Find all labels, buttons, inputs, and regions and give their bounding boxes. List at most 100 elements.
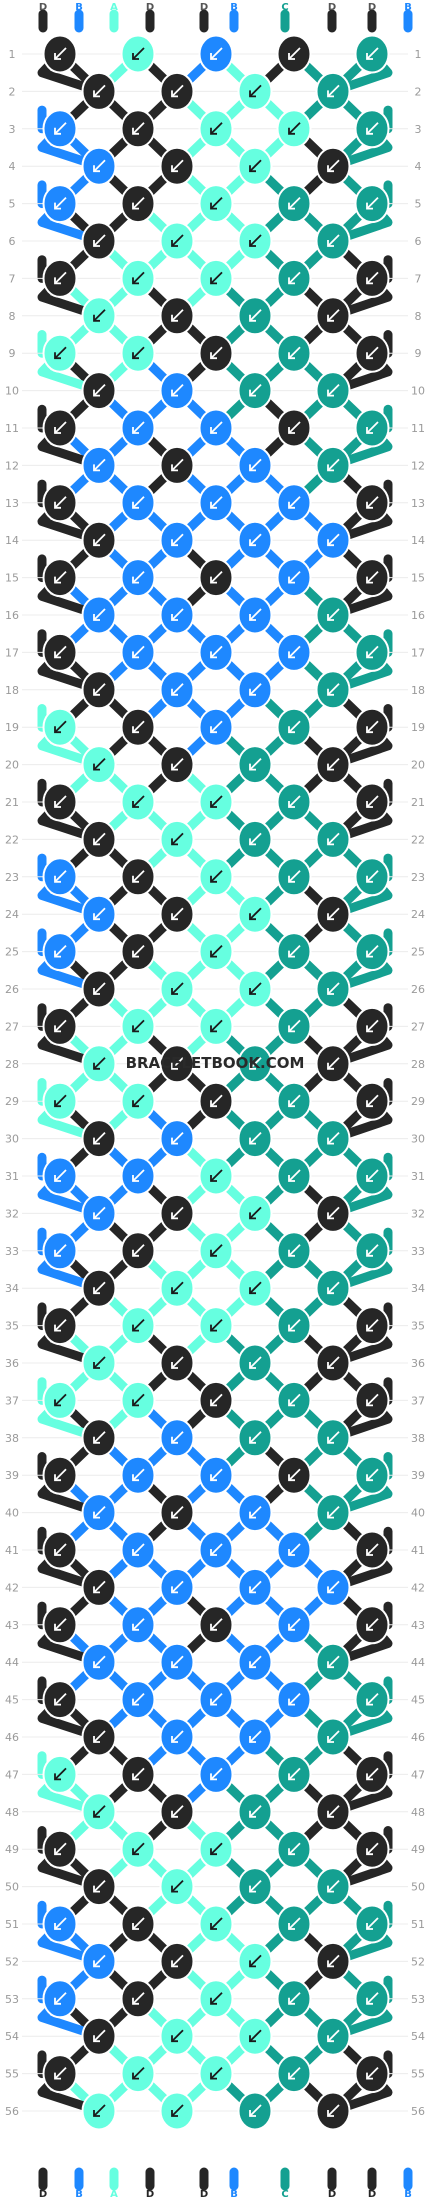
row-number-right: 53 [411,1993,425,2006]
arrow-head-icon [93,240,100,247]
arrow-head-icon [249,1885,256,1893]
arrow-shaft [54,122,67,135]
knot [198,1680,234,1720]
arrow-head-icon [249,464,256,472]
arrow-head-icon [327,240,334,247]
arrow-head-icon [54,1474,61,1482]
arrow-head-icon [366,427,373,434]
row-number-left: 26 [5,983,19,996]
arrow-head-icon [54,1623,61,1631]
knot [42,1455,78,1495]
arrow-shaft [288,720,301,733]
row-number-left: 30 [5,1133,19,1146]
arrow-shaft [327,1879,340,1893]
row-number-right: 46 [411,1731,425,1744]
arrow-head-icon [93,1287,100,1295]
knot [159,445,195,485]
arrow-head-icon [210,950,217,958]
row-number-left: 52 [5,1955,19,1968]
arrow-head-icon [171,539,178,547]
arrow-head-icon [366,1698,373,1706]
knot [276,333,312,373]
arrow-head-icon [171,1511,178,1519]
arrow-head-icon [93,1885,100,1893]
row-number-right: 56 [411,2105,425,2118]
row-number-left: 7 [9,272,16,285]
arrow-shaft [288,421,301,434]
arrow-shaft [366,421,379,434]
arrow-shaft [54,421,67,434]
arrow-head-icon [54,1698,61,1706]
arrow-head-icon [132,1549,139,1556]
arrow-shaft [210,1169,223,1182]
knot [276,1455,312,1495]
arrow-head-icon [366,1474,373,1482]
knot [159,894,195,934]
arrow-shaft [288,1618,301,1631]
arrow-shaft [288,2066,301,2080]
arrow-shaft [210,1468,223,1481]
arrow-head-icon [93,1661,100,1669]
row-number-right: 32 [411,1207,425,1220]
arrow-shaft [171,1580,184,1594]
arrow-head-icon [366,1997,373,2005]
row-number-left: 38 [5,1432,19,1445]
arrow-shaft [288,1169,301,1182]
arrow-shaft [93,533,106,546]
arrow-shaft [171,1805,184,1818]
row-number-right: 25 [411,946,425,959]
knot [315,2091,351,2131]
row-number-right: 54 [411,2030,425,2043]
arrow-shaft [210,870,223,883]
arrow-head-icon [249,1661,256,1669]
knot [276,408,312,448]
arrow-head-icon [210,1623,217,1631]
arrow-head-icon [171,1885,178,1893]
arrow-shaft [249,1730,262,1743]
knot [315,221,351,261]
knot [120,1306,156,1346]
arrow-shaft [54,1992,67,2005]
string-label-top: C [281,2,288,13]
string-label-bottom: D [368,2189,376,2200]
arrow-shaft [366,1169,379,1182]
arrow-head-icon [132,53,139,60]
knot [315,1941,351,1981]
knot [42,1979,78,2019]
arrow-head-icon [210,277,217,285]
arrow-shaft [54,870,67,883]
arrow-shaft [210,1992,223,2005]
arrow-shaft [171,1431,184,1444]
knot [120,1530,156,1570]
arrow-shaft [249,832,262,846]
arrow-head-icon [171,1287,178,1295]
arrow-shaft [171,1730,184,1743]
arrow-shaft [93,683,106,696]
knot [315,969,351,1009]
knot [120,1754,156,1794]
knot [81,969,117,1009]
knot [315,1193,351,1233]
arrow-shaft [54,1244,67,1257]
knot [81,1717,117,1757]
arrow-head-icon [54,202,61,210]
knot [81,371,117,411]
knot [81,1193,117,1233]
arrow-head-icon [171,1137,178,1145]
arrow-shaft [366,1917,379,1930]
arrow-shaft [327,1057,340,1070]
row-number-right: 37 [411,1394,425,1407]
knot [354,1979,390,2019]
arrow-head-icon [54,1997,61,2005]
arrow-head-icon [327,539,334,547]
row-number-right: 50 [411,1881,425,1894]
arrow-head-icon [327,688,334,696]
knot [315,1044,351,1084]
arrow-head-icon [327,389,334,397]
row-number-right: 31 [411,1170,425,1183]
arrow-head-icon [366,1848,373,1856]
knot [120,558,156,598]
arrow-head-icon [210,1249,217,1257]
string-label-bottom: D [200,2189,208,2200]
